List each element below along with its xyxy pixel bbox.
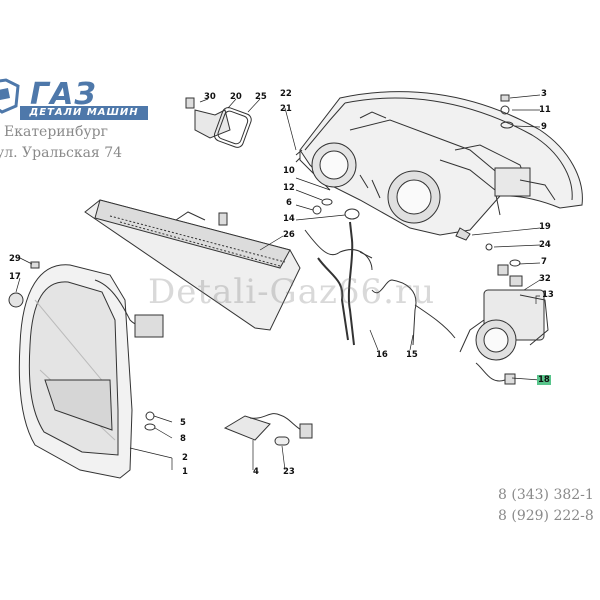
- callout-15: 15: [406, 350, 418, 360]
- callout-22: 22: [280, 89, 292, 99]
- callout-10: 10: [283, 166, 295, 176]
- callout-7: 7: [541, 257, 547, 267]
- callout-20: 20: [230, 92, 242, 102]
- callout-21: 21: [280, 104, 292, 114]
- upper-small-parts: [185, 94, 521, 267]
- callout-5: 5: [180, 418, 186, 428]
- callout-23: 23: [283, 467, 295, 477]
- fog-lamp-module: [459, 264, 549, 385]
- callout-16: 16: [376, 350, 388, 360]
- headlamp-assembly: [295, 91, 583, 236]
- callout-25: 25: [255, 92, 267, 102]
- callout-14: 14: [283, 214, 295, 224]
- license-plate-lamp: [223, 413, 313, 446]
- callout-24: 24: [539, 240, 551, 250]
- wiring-harness: [304, 221, 456, 346]
- leader-lines: [15, 94, 541, 471]
- callout-18-highlighted: 18: [537, 375, 551, 385]
- callout-4: 4: [253, 467, 259, 477]
- phone-number-2: 8 (929) 222-8: [498, 508, 594, 524]
- callout-1: 1: [182, 467, 188, 477]
- rear-lamp: [8, 261, 164, 479]
- callout-8: 8: [180, 434, 186, 444]
- callout-3: 3: [541, 89, 547, 99]
- phone-number-1: 8 (343) 382-1: [498, 487, 594, 503]
- callout-19: 19: [539, 222, 551, 232]
- callout-30: 30: [204, 92, 216, 102]
- brand-city: Екатеринбург: [4, 124, 108, 140]
- callout-11: 11: [539, 105, 551, 115]
- callout-2: 2: [182, 453, 188, 463]
- callout-29: 29: [9, 254, 21, 264]
- callout-32: 32: [539, 274, 551, 284]
- callout-12: 12: [283, 183, 295, 193]
- high-mount-stop-lamp: [84, 199, 301, 331]
- brand-subtitle: ДЕТАЛИ МАШИН: [20, 106, 148, 120]
- callout-6: 6: [286, 198, 292, 208]
- callout-26: 26: [283, 230, 295, 240]
- callout-9: 9: [541, 122, 547, 132]
- watermark-text: Detali-Gaz66.ru: [148, 272, 436, 312]
- callout-17: 17: [9, 272, 21, 282]
- brand-street: ул. Уральская 74: [0, 145, 123, 161]
- callout-13: 13: [542, 290, 554, 300]
- gaz-deer-icon: [0, 78, 20, 114]
